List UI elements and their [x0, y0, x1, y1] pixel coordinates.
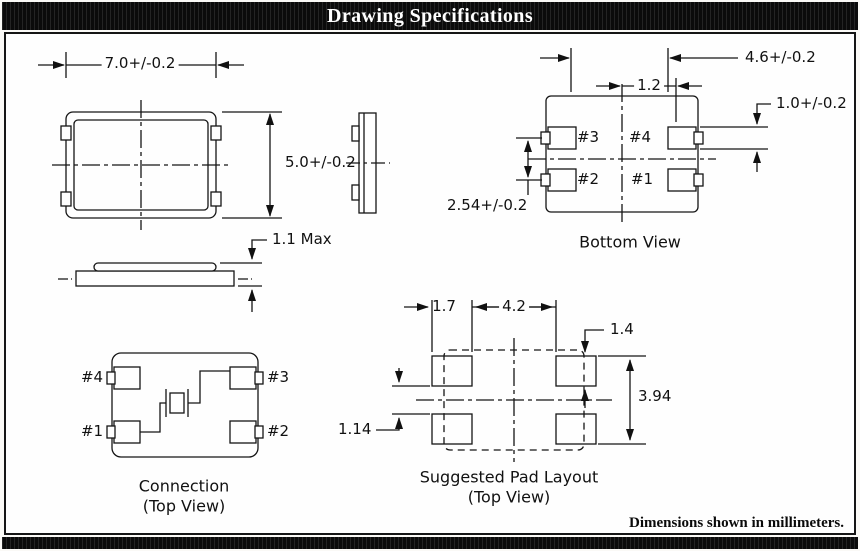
side-view-vertical-drawing [346, 112, 390, 214]
dim-pad-layout-pad-width: 1.7 [432, 297, 456, 316]
bottom-view-drawing [516, 48, 771, 226]
bottom-view-pad-2-label: #2 [576, 170, 600, 189]
connection-view-drawing [106, 352, 264, 458]
pad-layout-label-line2: (Top View) [467, 487, 551, 507]
pad-layout-label-line1: Suggested Pad Layout [419, 467, 599, 487]
bottom-view-label: Bottom View [579, 232, 681, 252]
connection-pad-4-label: #4 [80, 368, 104, 387]
dim-pad-layout-pad-height: 1.4 [610, 320, 634, 339]
dim-bottom-view-pad-offset: 1.2 [634, 77, 664, 94]
dim-pad-layout-vertical-span: 3.94 [638, 387, 672, 406]
dim-bottom-view-pad-pitch: 2.54+/-0.2 [447, 196, 528, 214]
pad-layout-drawing [376, 300, 646, 462]
connection-pad-1-label: #1 [80, 422, 104, 441]
bottom-view-pad-4-label: #4 [628, 128, 652, 147]
dim-bottom-view-width: 4.6+/-0.2 [745, 48, 816, 67]
connection-view-label-line1: Connection [138, 476, 230, 496]
side-view-horizontal-drawing [58, 239, 267, 312]
top-view-drawing [38, 52, 282, 230]
connection-pad-2-label: #2 [266, 422, 290, 441]
dim-top-view-height: 5.0+/-0.2 [285, 153, 356, 172]
dim-side-view-height: 1.1 Max [272, 230, 332, 249]
header-bar: Drawing Specifications [2, 2, 858, 30]
page-title: Drawing Specifications [326, 4, 534, 27]
bottom-view-pad-3-label: #3 [576, 128, 600, 147]
connection-view-label-line2: (Top View) [142, 496, 226, 516]
connection-pad-3-label: #3 [266, 368, 290, 387]
dim-top-view-width: 7.0+/-0.2 [101, 55, 179, 72]
dim-bottom-view-pad-width: 1.0+/-0.2 [776, 94, 847, 113]
dim-pad-layout-pad-span: 4.2 [499, 298, 529, 315]
content-frame [4, 32, 856, 535]
dimensions-note: Dimensions shown in millimeters. [628, 515, 844, 531]
dim-pad-layout-row-gap: 1.14 [338, 420, 372, 439]
bottom-view-pad-1-label: #1 [630, 170, 654, 189]
footer-bar [2, 537, 858, 549]
